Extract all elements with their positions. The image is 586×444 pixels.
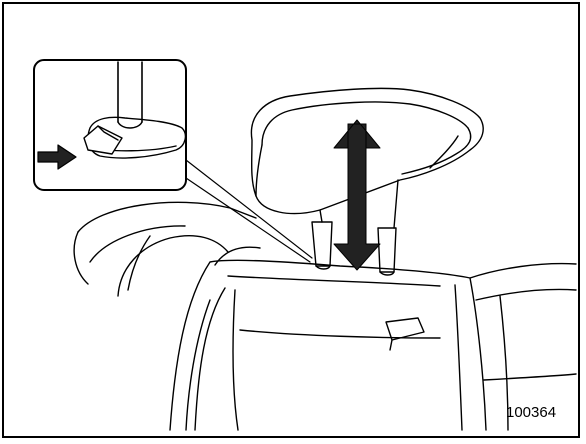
inset-detail	[34, 60, 312, 262]
seat-belt-tab	[386, 318, 424, 350]
left-seat-outline	[74, 202, 256, 296]
center-backrest	[170, 247, 486, 430]
figure-id-label: 100364	[506, 404, 556, 422]
headrest	[251, 88, 483, 228]
up-down-arrow-icon	[334, 120, 392, 270]
